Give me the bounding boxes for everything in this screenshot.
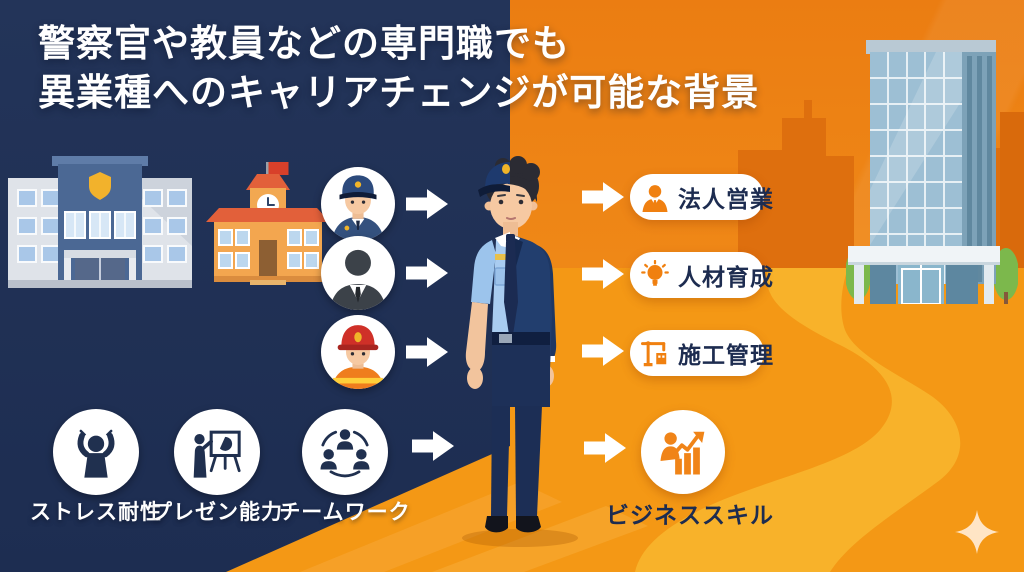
- business-skill-circle: [641, 410, 725, 494]
- skill-label-teamwork: チームワーク: [279, 501, 411, 524]
- sparkle-icon: [955, 510, 999, 554]
- police-badge-icon: [89, 172, 111, 200]
- stress-person-icon: [77, 429, 115, 478]
- business-skill-label: ビジネススキル: [606, 502, 774, 528]
- police-officer-avatar: [321, 167, 395, 241]
- police-station-illustration: [8, 154, 192, 292]
- lightbulb-icon: [639, 259, 671, 291]
- growth-chart-person-icon: [660, 431, 705, 475]
- stress-tolerance-circle: [53, 409, 139, 495]
- office-building-illustration: [846, 40, 1018, 304]
- career-pill-label: 法人営業: [678, 186, 774, 212]
- page-title: 警察官や教員などの専門職でも 異業種へのキャリアチェンジが可能な背景: [38, 20, 759, 118]
- corporate-person-icon: [639, 181, 671, 213]
- career-pill-hr-development: 人材育成: [630, 252, 773, 298]
- firefighter-avatar: [321, 315, 395, 389]
- title-line-1: 警察官や教員などの専門職でも: [38, 23, 570, 64]
- presentation-circle: [174, 409, 260, 495]
- skill-label-presentation: プレゼン能力: [151, 501, 283, 524]
- career-pill-construction: 施工管理: [630, 330, 773, 376]
- police-to-business-character: [452, 156, 582, 548]
- career-pill-label: 施工管理: [678, 342, 774, 368]
- presentation-icon: [193, 430, 241, 478]
- career-pill-corporate-sales: 法人営業: [630, 174, 773, 220]
- business-person-avatar: [321, 236, 395, 310]
- school-flag-icon: [268, 162, 289, 175]
- title-line-2: 異業種へのキャリアチェンジが可能な背景: [38, 71, 760, 113]
- career-pill-label: 人材育成: [678, 264, 774, 290]
- school-illustration: [204, 158, 332, 290]
- skill-label-stress: ストレス耐性: [30, 501, 162, 524]
- construction-crane-icon: [639, 337, 671, 369]
- teamwork-icon: [320, 429, 370, 478]
- teamwork-circle: [302, 409, 388, 495]
